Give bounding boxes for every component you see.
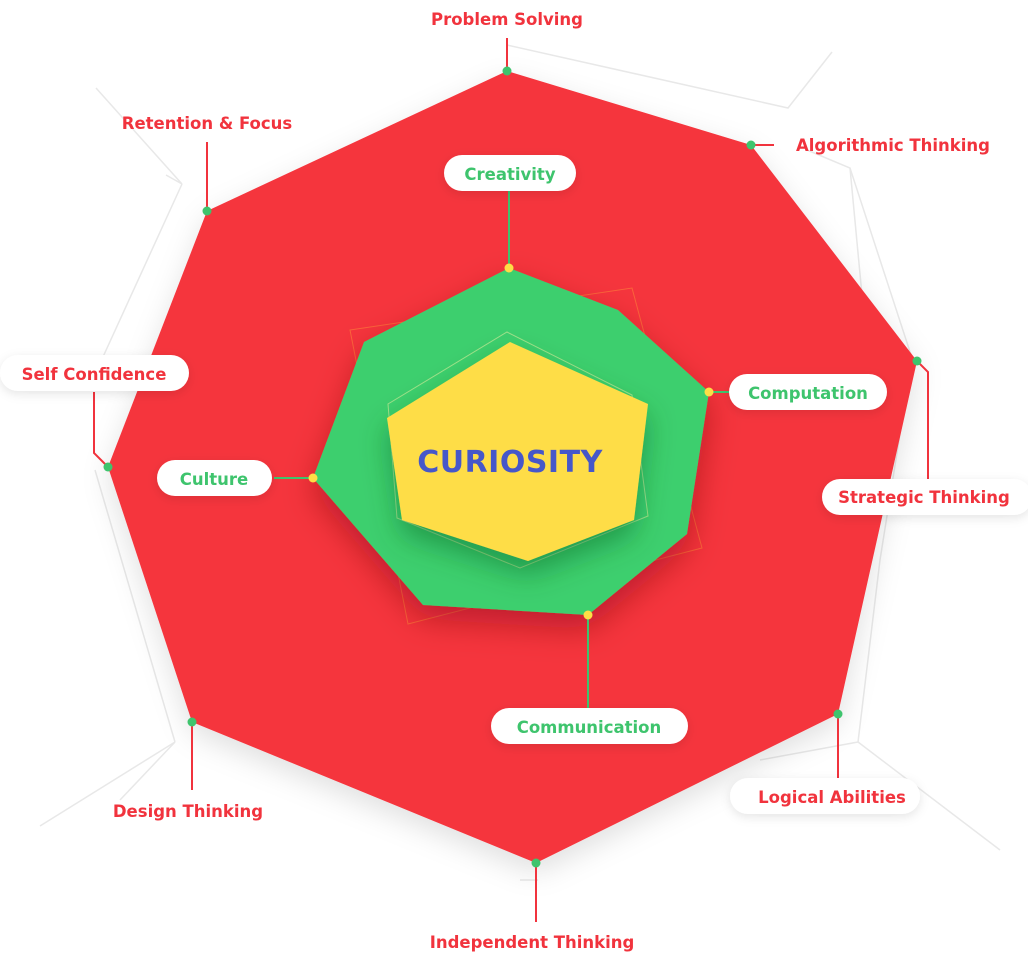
- label-self-confidence: Self Confidence: [22, 365, 167, 384]
- label-communication: Communication: [517, 718, 662, 737]
- outer-labels: Problem Solving Algorithmic Thinking Str…: [22, 10, 1010, 952]
- label-creativity: Creativity: [464, 165, 555, 184]
- curiosity-core-shape: [387, 342, 648, 561]
- label-design-thinking: Design Thinking: [113, 802, 263, 821]
- label-strategic-thinking: Strategic Thinking: [838, 488, 1010, 507]
- label-pills: [0, 155, 1028, 814]
- outer-dots: [103, 66, 922, 868]
- label-culture: Culture: [180, 470, 248, 489]
- inner-labels: Creativity Computation Communication Cul…: [180, 165, 868, 737]
- label-algorithmic-thinking: Algorithmic Thinking: [796, 136, 990, 155]
- outer-connectors: [93, 38, 929, 922]
- inner-connectors: [274, 190, 730, 710]
- label-problem-solving: Problem Solving: [431, 10, 583, 29]
- label-retention-focus: Retention & Focus: [122, 114, 293, 133]
- label-independent-thinking: Independent Thinking: [430, 933, 635, 952]
- label-computation: Computation: [748, 384, 868, 403]
- center-label: CURIOSITY: [417, 445, 603, 480]
- inner-dots: [308, 263, 714, 620]
- inner-radar-outline: [387, 331, 649, 569]
- label-logical-abilities: Logical Abilities: [758, 788, 906, 807]
